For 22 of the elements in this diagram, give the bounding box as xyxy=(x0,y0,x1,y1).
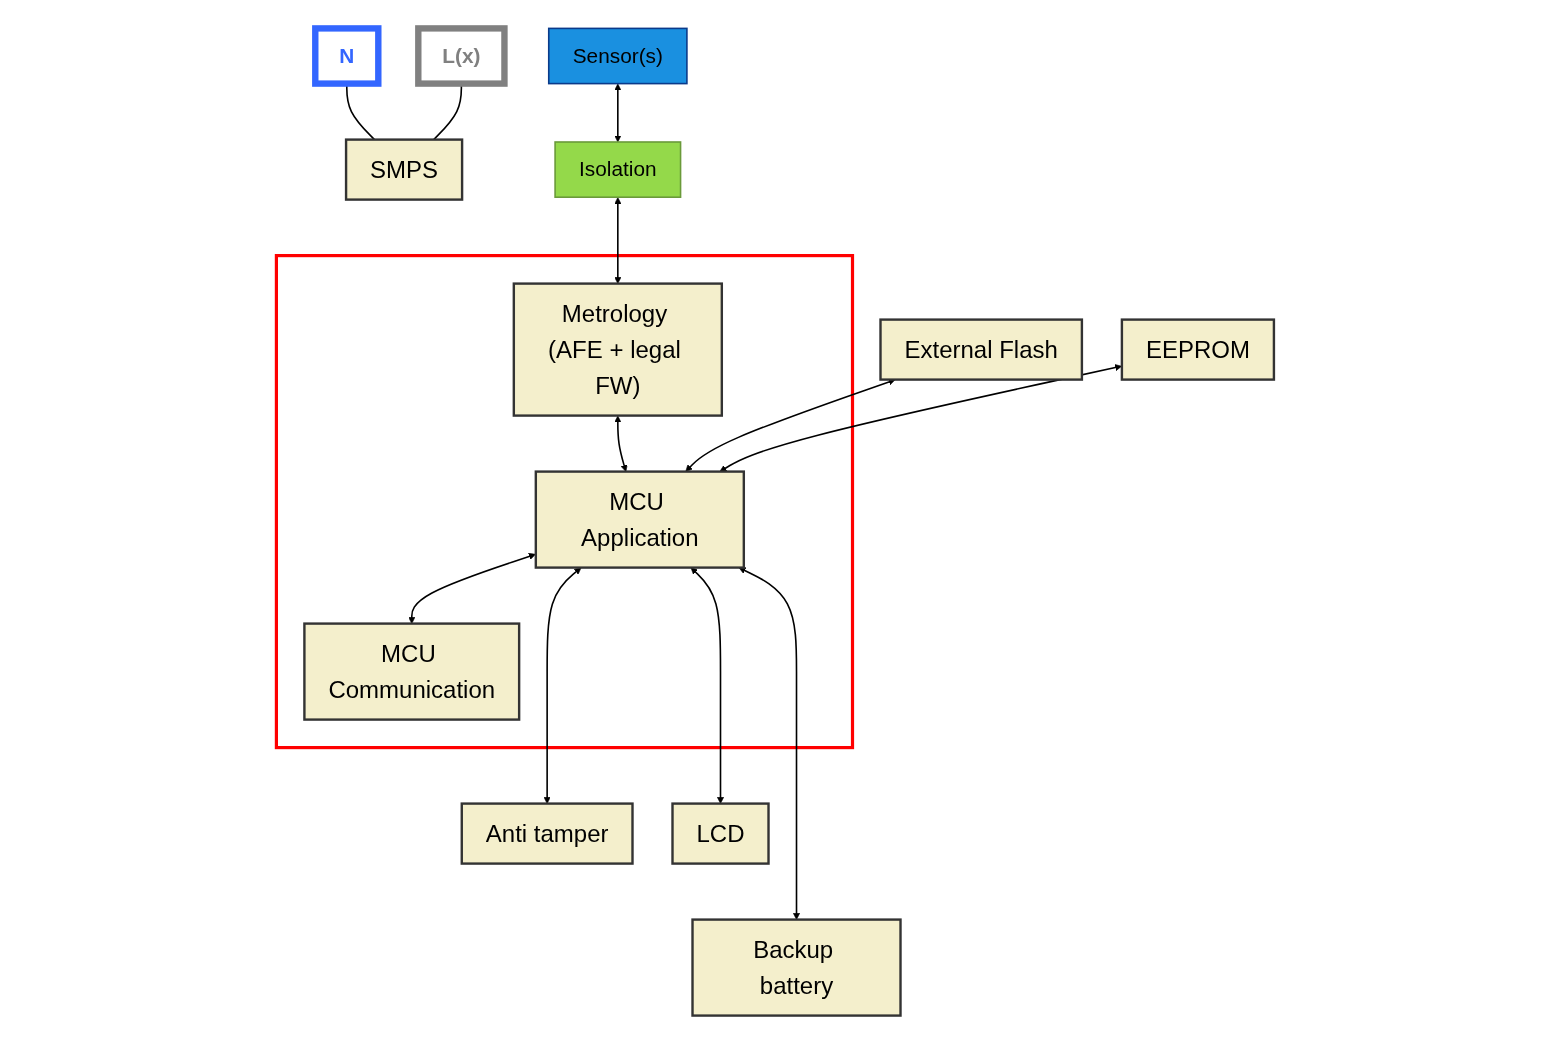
node-box: N xyxy=(311,25,382,87)
node-box: Sensor(s) xyxy=(547,27,688,85)
node-box: Anti tamper xyxy=(460,802,634,865)
arrow xyxy=(738,567,800,920)
node-box: Backup battery xyxy=(691,918,902,1017)
cluster xyxy=(274,254,854,750)
node-box: Metrology (AFE + legal FW) xyxy=(512,282,723,417)
arrow xyxy=(614,415,628,472)
arrow xyxy=(408,553,536,624)
node-box: MCU Communication xyxy=(303,622,521,721)
node-box: L(x) xyxy=(414,25,508,87)
node-box: Isolation xyxy=(554,141,682,198)
arrow xyxy=(543,567,582,804)
arrow xyxy=(719,364,1122,472)
node-box: LCD xyxy=(671,802,770,865)
arrow xyxy=(614,83,622,143)
node-box: SMPS xyxy=(344,138,464,201)
arrow xyxy=(690,567,724,804)
node-box: MCU Application xyxy=(534,470,745,569)
node-box: External Flash xyxy=(879,318,1083,381)
arrow xyxy=(614,197,622,284)
node-box: EEPROM xyxy=(1120,318,1275,381)
